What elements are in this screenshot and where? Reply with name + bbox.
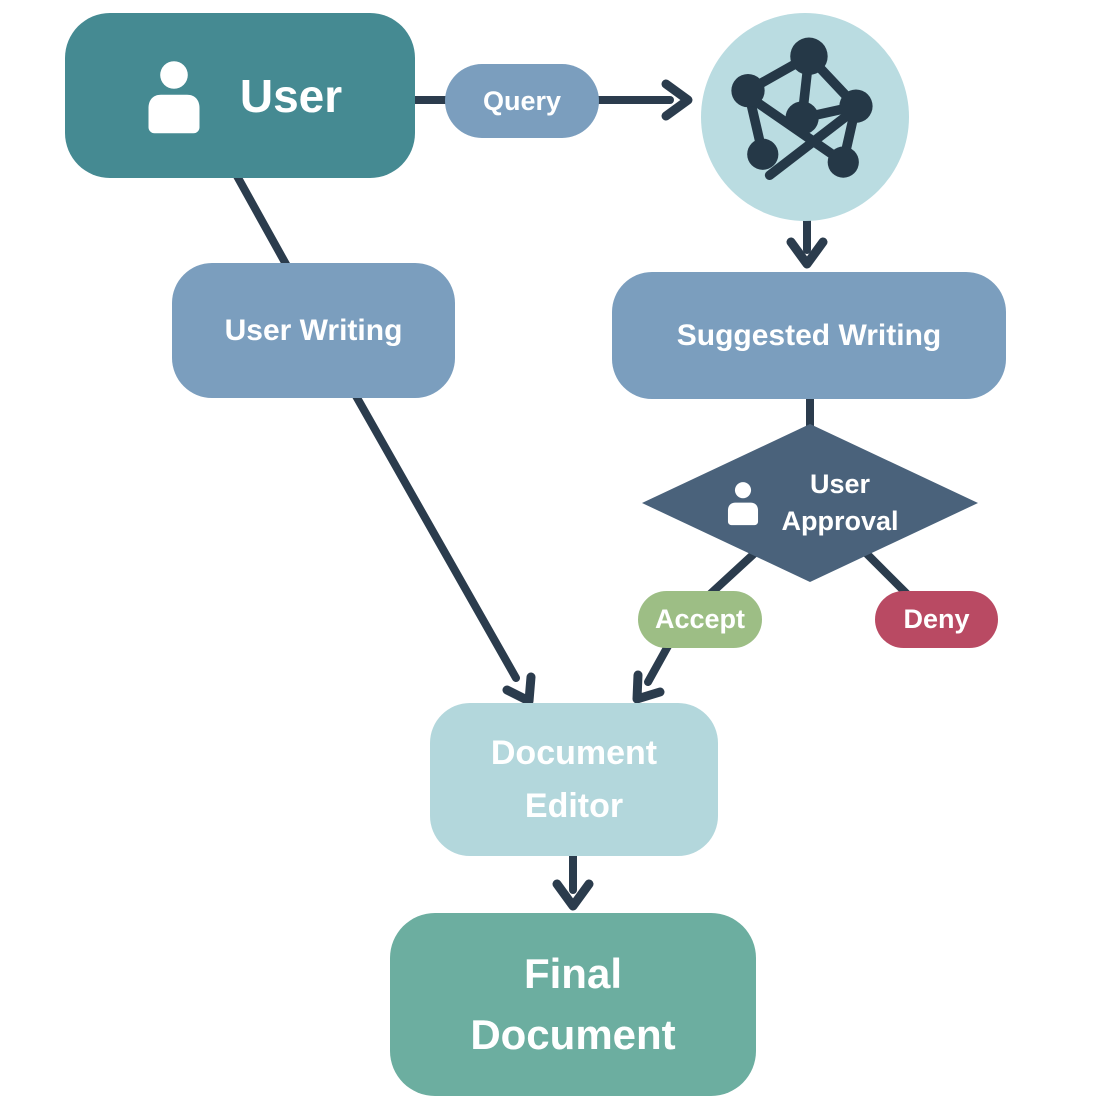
user-label: User xyxy=(239,69,343,122)
arrowhead-accept-editor xyxy=(632,670,665,704)
final-document-line2: Document xyxy=(470,1010,676,1058)
accept-pill: Accept xyxy=(638,591,762,648)
final-document-node: Final Document xyxy=(390,913,756,1096)
edge-writing-editor-line xyxy=(352,392,520,682)
final-document-line1: Final xyxy=(523,949,622,997)
document-editor-line1: Document xyxy=(490,733,658,772)
arrowhead-query-network xyxy=(661,79,693,121)
user-writing-node: User Writing xyxy=(172,263,455,398)
ai-network-node xyxy=(701,13,909,221)
query-label: Query xyxy=(482,85,562,116)
query-pill: Query xyxy=(445,64,599,138)
person-icon xyxy=(728,482,759,526)
edge-approval-deny-line xyxy=(860,547,914,601)
suggested-writing-label: Suggested Writing xyxy=(676,318,942,352)
user-approval-diamond xyxy=(642,424,978,582)
user-approval-line1: User xyxy=(809,468,871,499)
deny-label: Deny xyxy=(903,604,970,634)
deny-pill: Deny xyxy=(875,591,998,648)
user-approval-label: User Approval xyxy=(781,466,898,541)
accept-label: Accept xyxy=(654,604,746,634)
edge-user-writing-line xyxy=(233,172,291,270)
user-node: User xyxy=(65,13,415,178)
arrowhead-writing-editor xyxy=(502,672,536,706)
arrowhead-editor-final xyxy=(552,879,594,911)
person-icon xyxy=(148,60,200,133)
arrowhead-network-suggested xyxy=(786,237,828,269)
document-editor-line2: Editor xyxy=(524,786,624,825)
edge-approval-accept-line xyxy=(703,547,761,601)
user-writing-label: User Writing xyxy=(224,313,403,347)
document-editor-node: Document Editor xyxy=(430,703,718,856)
edge-accept-editor-line xyxy=(644,642,672,686)
user-approval-content: User Approval xyxy=(642,424,978,582)
neural-network-icon xyxy=(731,37,873,181)
suggested-writing-node: Suggested Writing xyxy=(612,272,1006,399)
user-approval-line2: Approval xyxy=(781,506,899,536)
